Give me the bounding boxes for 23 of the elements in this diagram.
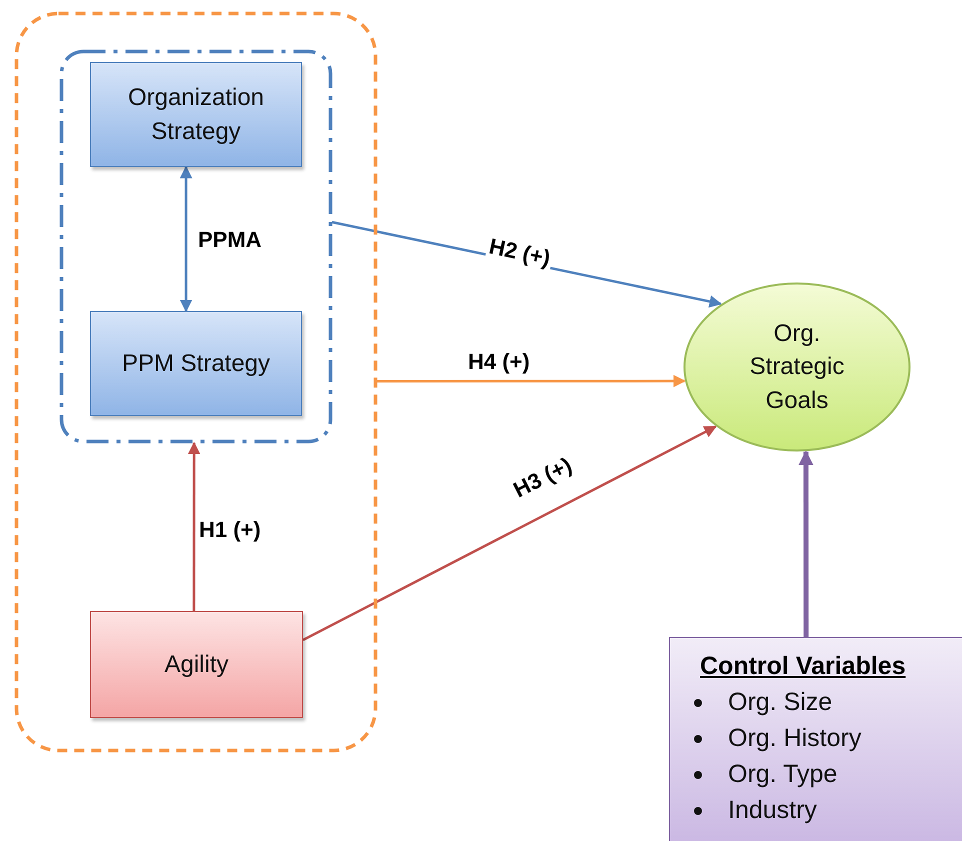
dash-dot-group-border (60, 50, 332, 443)
list-item: Org. Type (728, 760, 838, 789)
arrow (302, 425, 717, 642)
node-label: Agility (163, 650, 230, 680)
arrow (377, 374, 686, 388)
node-label: Org. Strategic Goals (748, 318, 846, 416)
goal-ellipse (683, 282, 911, 452)
arrow (188, 442, 200, 611)
construct-box (90, 311, 302, 416)
list-item: Org. History (728, 724, 862, 753)
list-box (669, 637, 962, 841)
list-item: Org. Size (728, 688, 832, 717)
arrow (798, 450, 814, 637)
list-heading: Control Variables (700, 651, 906, 682)
node-label: PPM Strategy (120, 348, 272, 379)
dashed-group-border (15, 12, 377, 752)
construct-box (90, 611, 303, 718)
edge-label: H1 (+) (197, 518, 263, 542)
list-item: Industry (728, 796, 817, 825)
arrow (180, 166, 192, 312)
edge-label: H4 (+) (466, 350, 532, 374)
construct-box (90, 62, 302, 167)
node-label: Organization Strategy (126, 82, 266, 146)
